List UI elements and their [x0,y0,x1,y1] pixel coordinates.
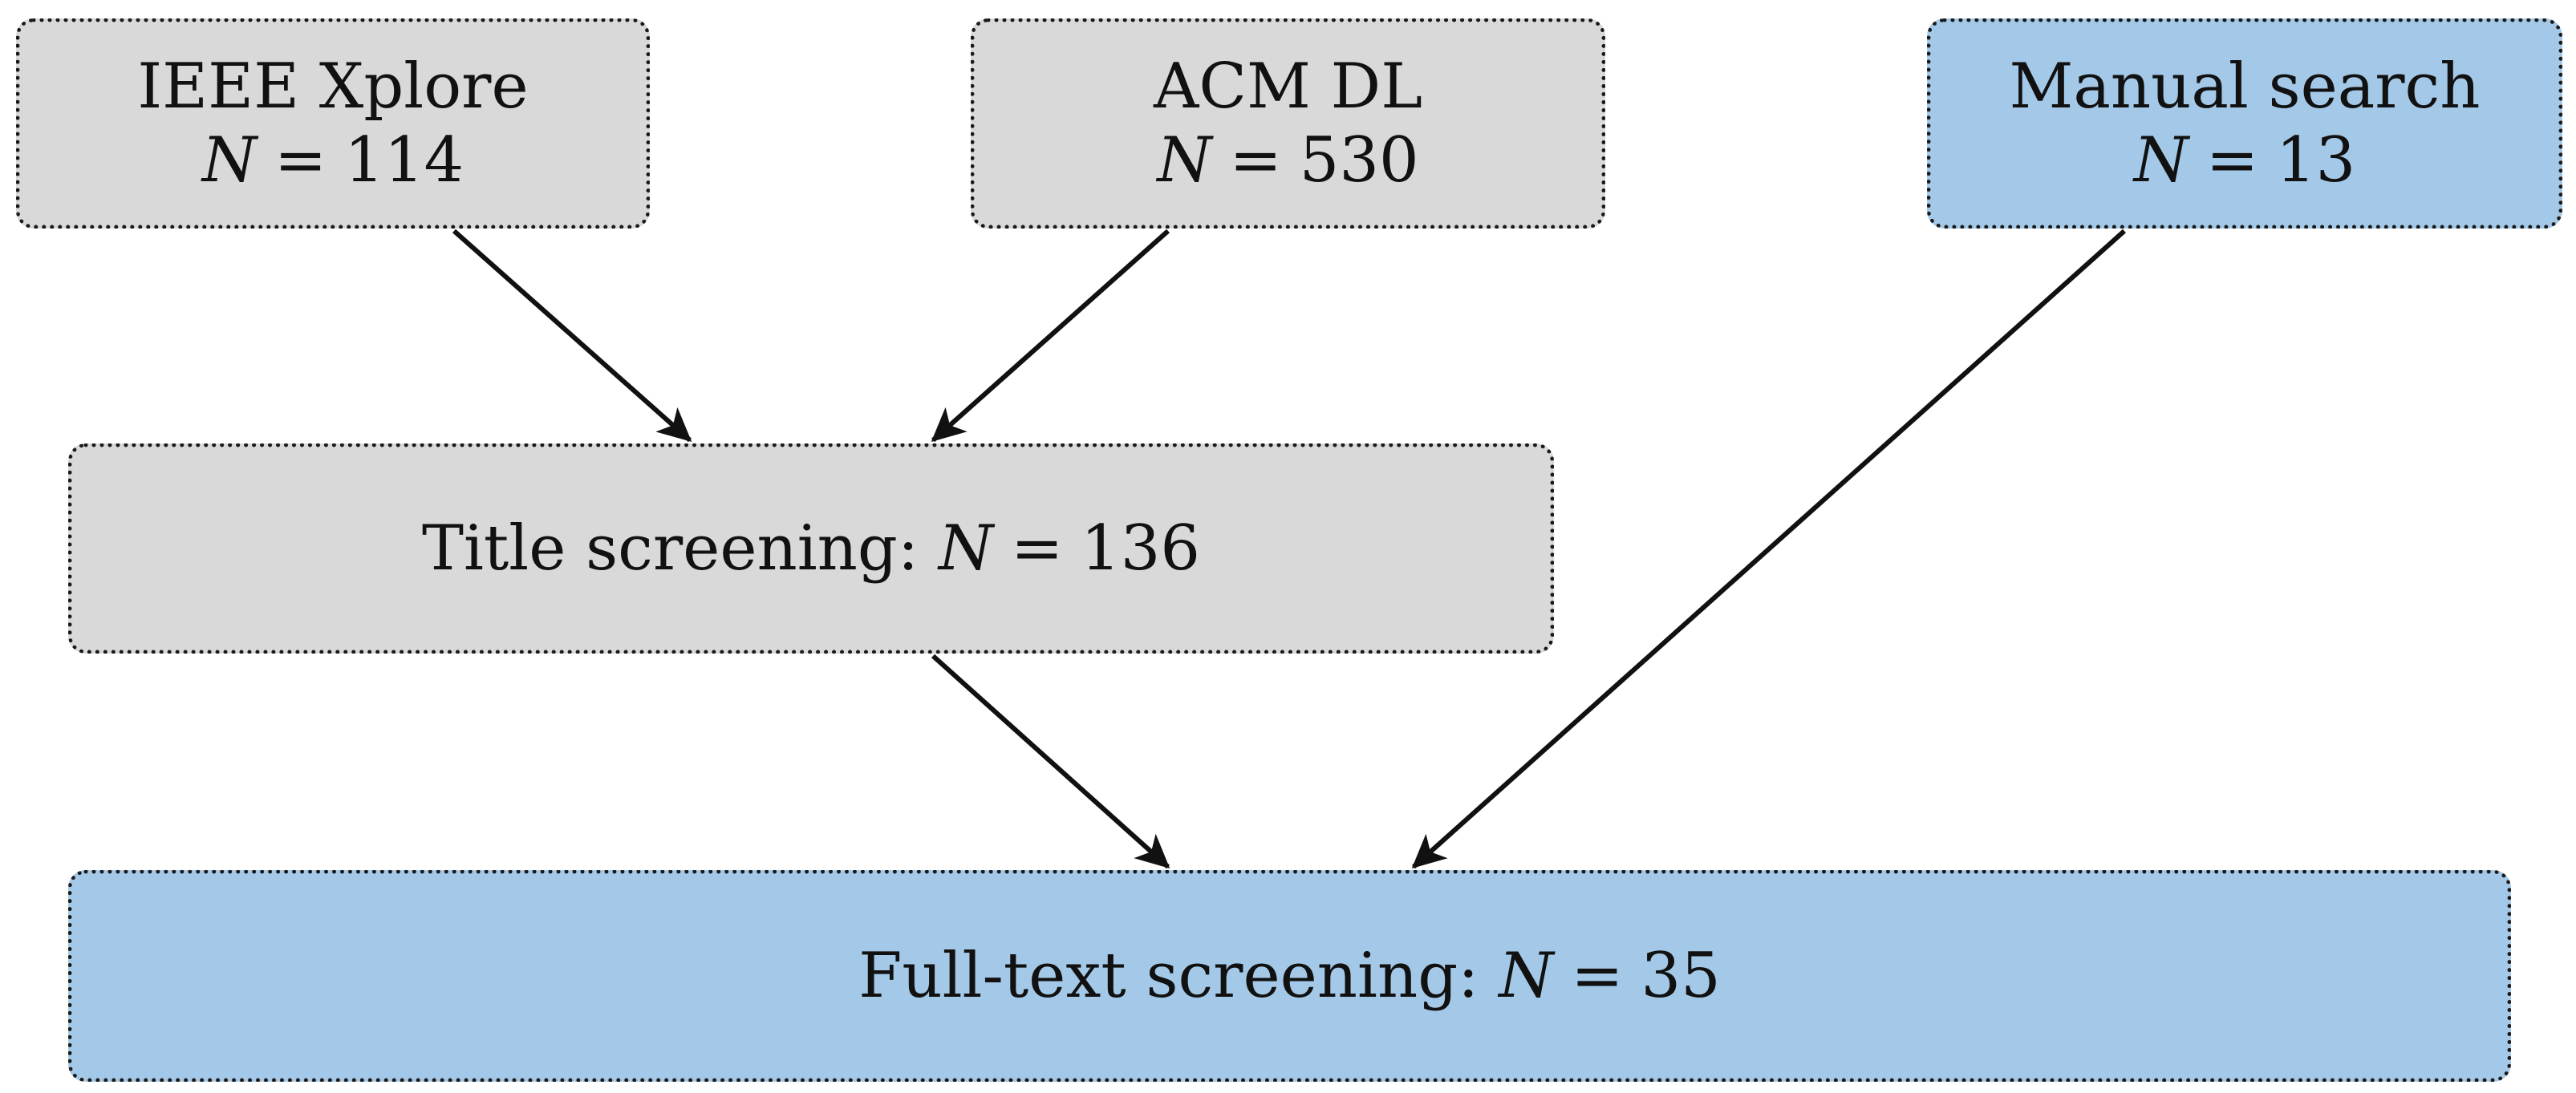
node-title-screening-text: Title screening: N=136 [422,512,1200,585]
count-variable: N [1499,939,1554,1012]
count-variable: N [201,124,258,196]
node-ieee-xplore-count: N=114 [202,123,464,197]
node-acm-dl: ACM DL N=530 [971,18,1605,229]
node-manual-search: Manual search N=13 [1927,18,2562,229]
count-value: 114 [344,124,464,196]
count-value: 35 [1641,939,1721,1012]
node-manual-search-label: Manual search [2009,50,2481,123]
node-full-text-screening-count: N=35 [1499,940,1721,1012]
equals-sign: = [274,124,327,196]
equals-sign: = [1010,512,1064,585]
arrow-title-to-full [931,654,1170,869]
equals-sign: = [1571,939,1624,1012]
arrow-acm-to-title [931,229,1170,443]
node-full-text-screening: Full-text screening: N=35 [68,870,2511,1082]
equals-sign: = [2205,124,2259,196]
node-full-text-screening-text: Full-text screening: N=35 [858,939,1721,1013]
node-title-screening: Title screening: N=136 [68,443,1554,654]
count-variable: N [938,512,994,585]
node-ieee-xplore: IEEE Xplore N=114 [16,18,650,229]
node-ieee-xplore-label: IEEE Xplore [137,50,529,123]
arrow-ieee-to-title [452,229,692,443]
count-value: 136 [1081,512,1201,585]
node-title-screening-label: Title screening: [421,512,919,585]
node-title-screening-count: N=136 [939,512,1200,585]
equals-sign: = [1229,124,1282,196]
count-variable: N [1157,124,1212,196]
node-acm-dl-count: N=530 [1157,123,1418,197]
count-value: 13 [2276,124,2356,196]
node-acm-dl-label: ACM DL [1153,50,1422,123]
count-value: 530 [1299,124,1419,196]
count-variable: N [2133,124,2189,196]
node-full-text-screening-label: Full-text screening: [858,939,1479,1012]
node-manual-search-count: N=13 [2134,123,2356,197]
